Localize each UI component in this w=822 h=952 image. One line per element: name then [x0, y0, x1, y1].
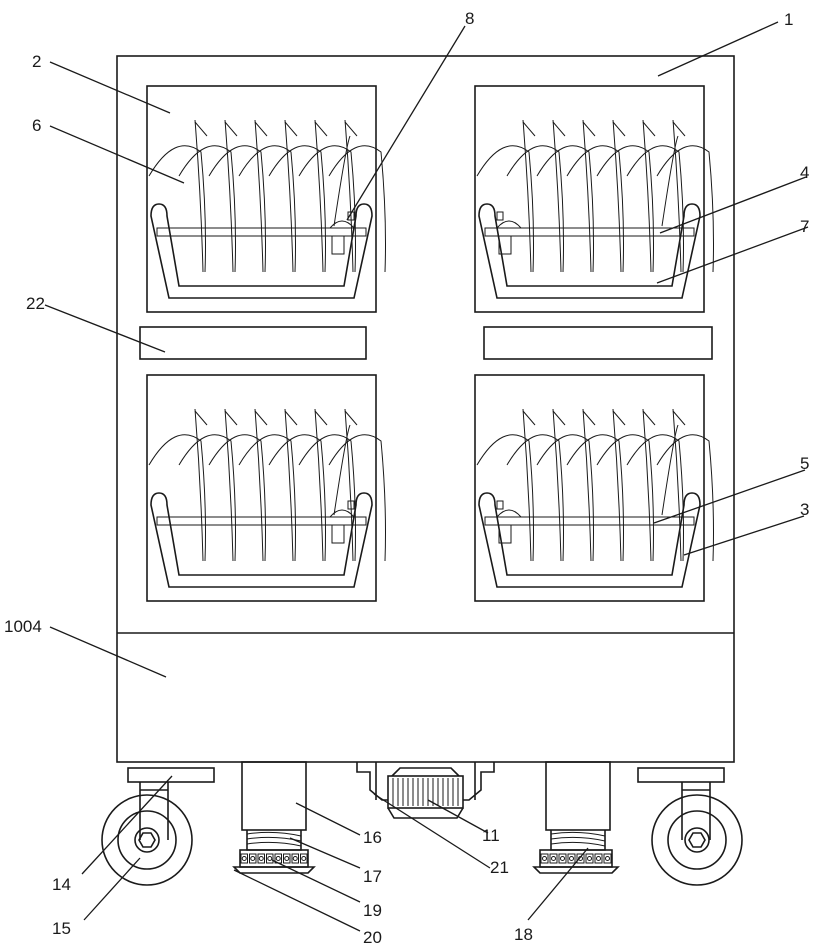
right-caster: [638, 768, 742, 885]
label-7: 7: [800, 217, 809, 236]
label-22: 22: [26, 294, 45, 313]
label-3: 3: [800, 500, 809, 519]
label-11: 11: [482, 826, 500, 845]
label-1: 1: [784, 10, 793, 29]
label-6: 6: [32, 116, 41, 135]
label-2: 2: [32, 52, 41, 71]
compartment-lower-right: [475, 375, 714, 601]
right-support-leg: [534, 762, 618, 873]
left-caster: [102, 768, 214, 885]
roller-rows: [241, 854, 611, 863]
bottom-mechanism: [234, 762, 618, 873]
cabinet-body: [117, 56, 734, 762]
label-5: 5: [800, 454, 809, 473]
label-20: 20: [363, 928, 382, 947]
compartment-upper-right: [475, 86, 714, 312]
label-19: 19: [363, 901, 382, 920]
label-4: 4: [800, 163, 809, 182]
label-1004: 1004: [4, 617, 42, 636]
label-18: 18: [514, 925, 533, 944]
label-17: 17: [363, 867, 382, 886]
label-plates: [140, 327, 712, 359]
left-support-leg: [234, 762, 314, 873]
part-labels: 1 2 3 4 5 6 7 8 11 14 15 16 17 18 19 20 …: [4, 9, 809, 947]
compartments: [147, 86, 714, 601]
label-14: 14: [52, 875, 71, 894]
motor-assembly: [357, 762, 494, 818]
label-15: 15: [52, 919, 71, 938]
compartment-lower-left: [147, 375, 386, 601]
label-16: 16: [363, 828, 382, 847]
compartment-upper-left: [147, 86, 386, 312]
label-21: 21: [490, 858, 509, 877]
label-8: 8: [465, 9, 474, 28]
